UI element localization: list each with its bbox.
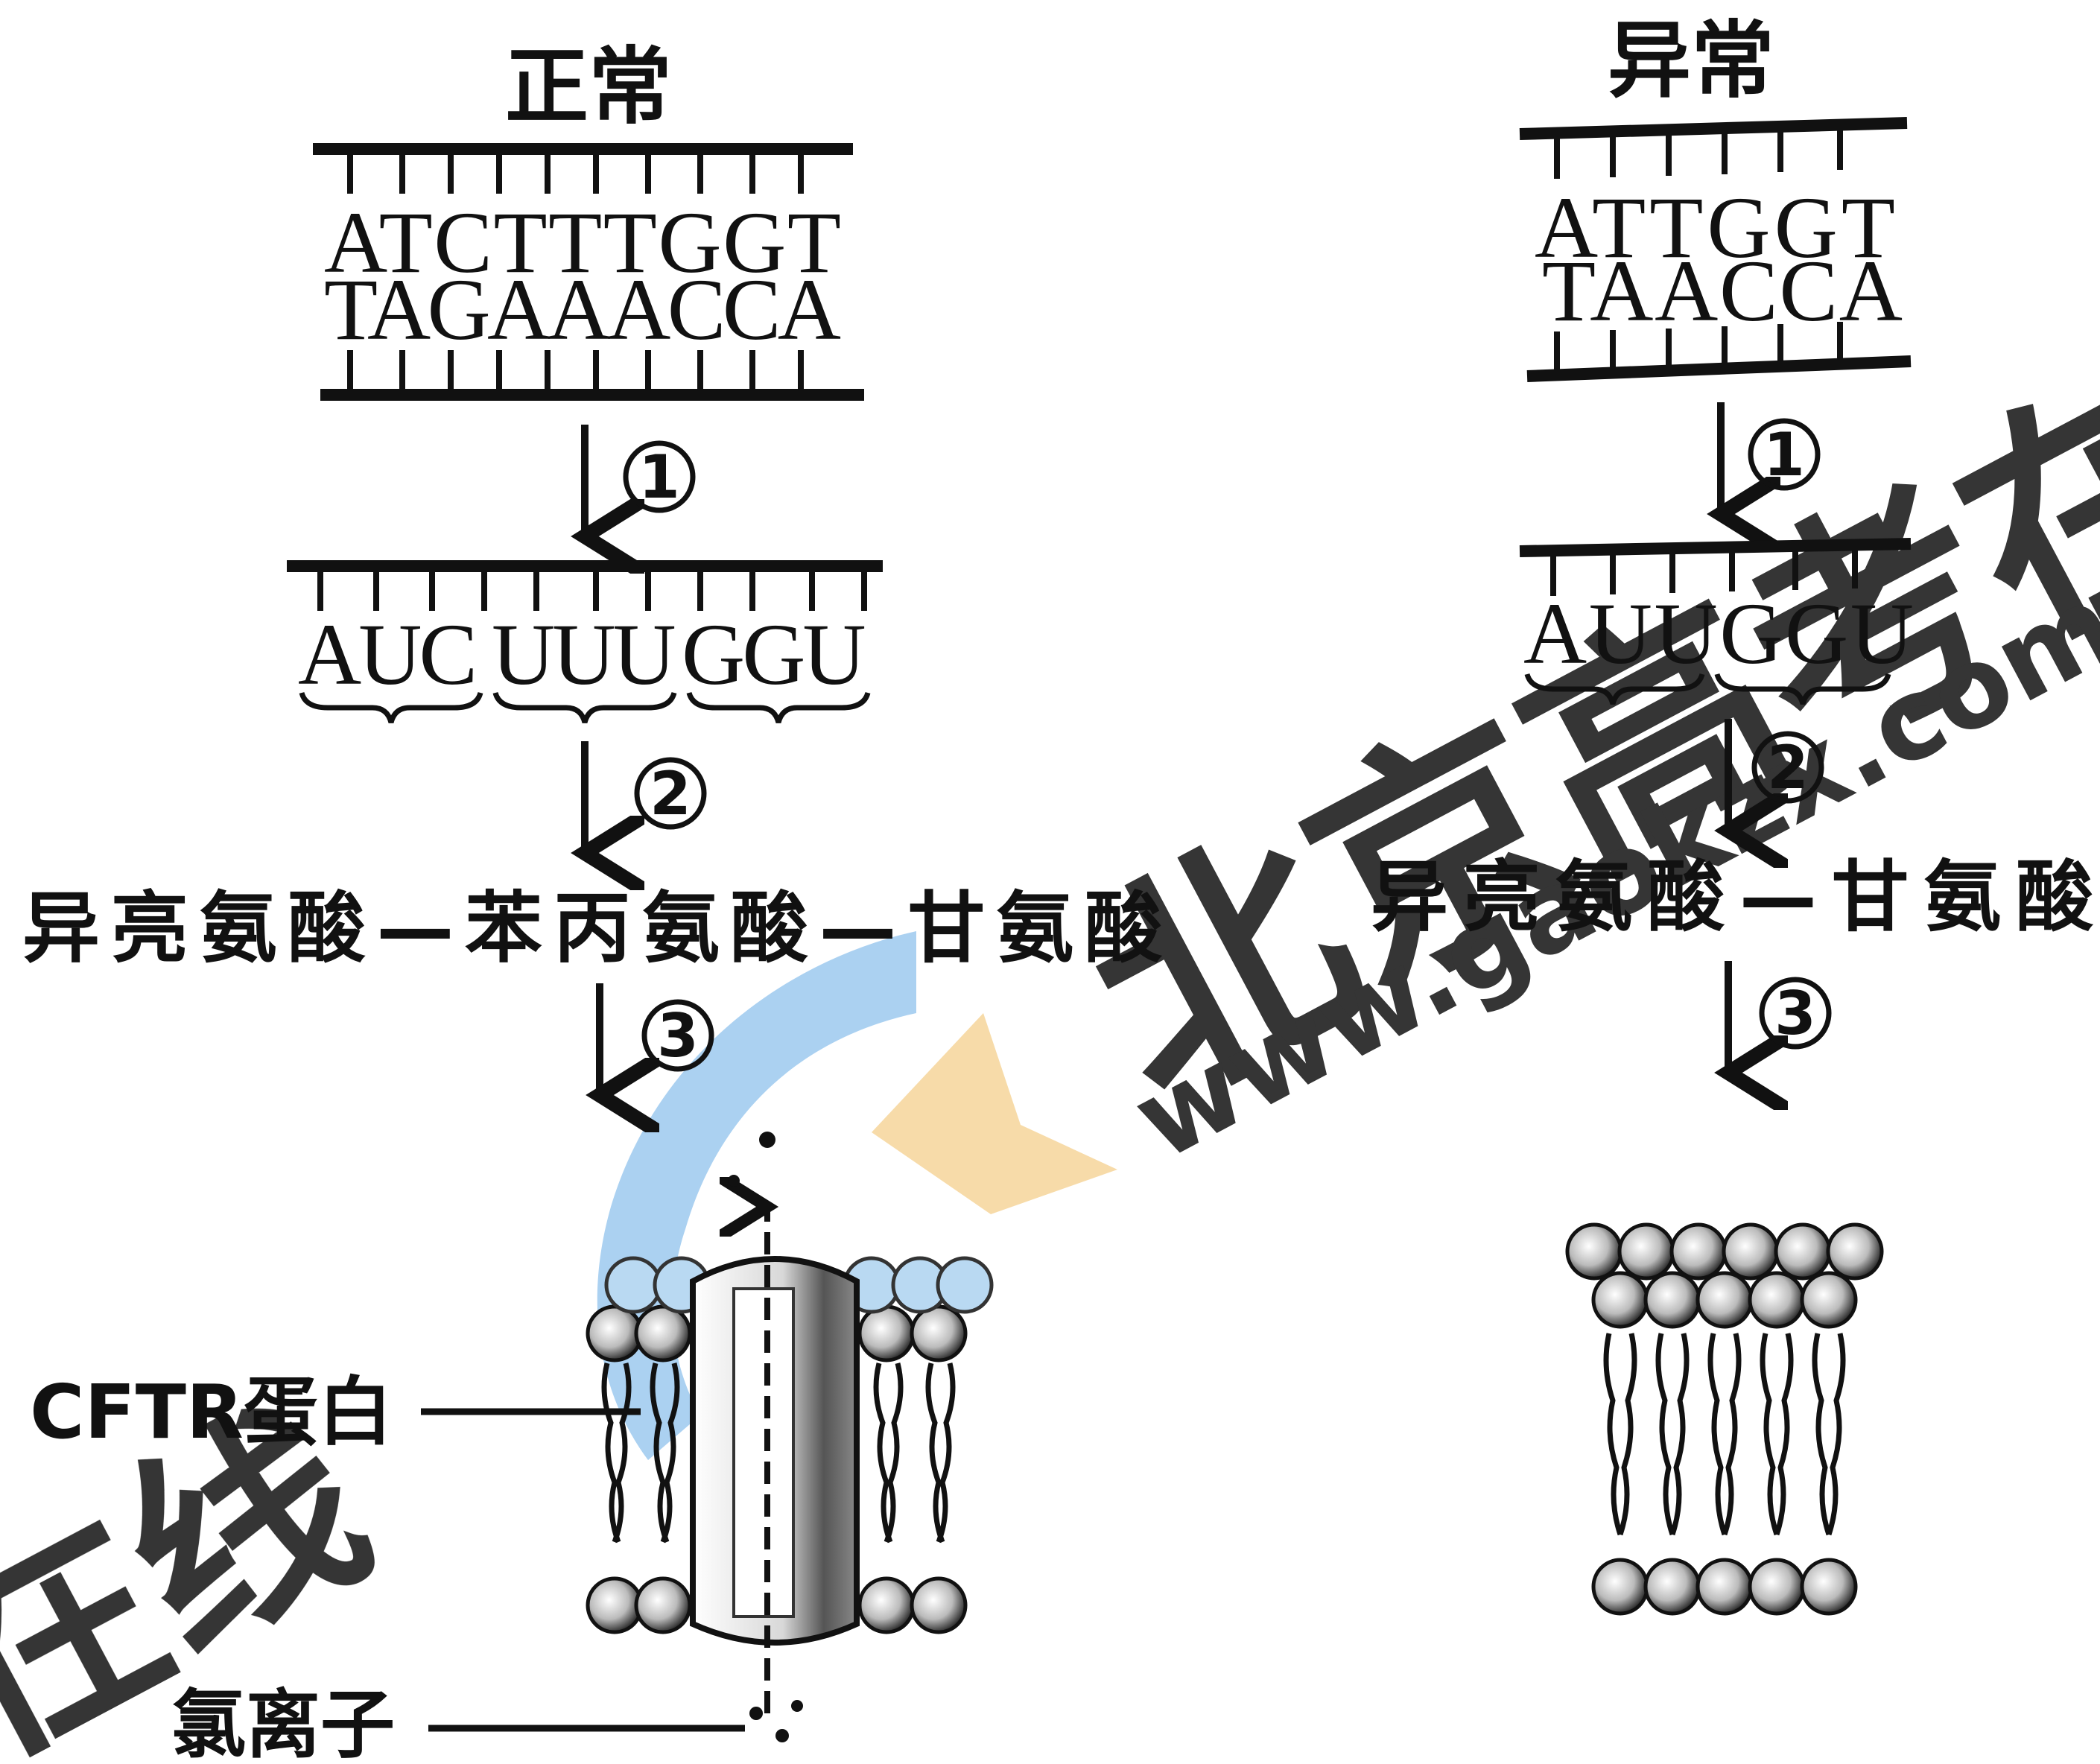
abnormal-membrane xyxy=(1565,1222,1884,1616)
chloride-ion-label: 氯离子 xyxy=(171,1681,395,1764)
lipid-heads-bottom xyxy=(586,1576,968,1634)
dna-bonds-bottom xyxy=(347,350,804,391)
lipid-tails xyxy=(601,1362,956,1544)
dna-bottom-sequence: TAGAAACCA xyxy=(324,261,841,358)
dna-top-sequence: ATCTTTGGT xyxy=(324,194,840,291)
mrna-backbone xyxy=(1519,538,1912,557)
normal-membrane xyxy=(586,1132,994,1742)
lipid-heads-top xyxy=(1565,1222,1884,1329)
step-1-number: 1 xyxy=(638,442,680,512)
dna-strand-bottom xyxy=(1526,355,1912,382)
normal-panel: 正常 ATCTTTGGT TAGAAACCA xyxy=(22,39,1163,1764)
normal-mrna: AUC UUU GGU xyxy=(287,560,883,724)
codon-2: UUU xyxy=(492,606,674,703)
codon-braces xyxy=(1524,673,1891,705)
step-2-marker xyxy=(1751,731,1824,804)
lipid-heads-bottom xyxy=(1591,1558,1858,1616)
dna-bonds-top xyxy=(347,153,804,194)
step-3-marker xyxy=(641,999,714,1072)
step-1-number: 1 xyxy=(1763,420,1805,489)
dna-bottom-sequence: TAACCA xyxy=(1542,242,1903,340)
chloride-ion-dot xyxy=(749,1707,763,1720)
step-2-marker xyxy=(634,757,707,830)
chloride-ion-dot xyxy=(759,1132,775,1148)
normal-amino-acid-chain: 异亮氨酸—苯丙氨酸—甘氨酸 xyxy=(22,883,1163,974)
logo-k-shape xyxy=(872,1013,1117,1214)
channel-pore xyxy=(732,1287,795,1618)
normal-title: 正常 xyxy=(505,39,672,136)
step-1-marker xyxy=(1748,418,1821,491)
step-3-marker xyxy=(1759,977,1832,1050)
abnormal-dna: ATTGGT TAACCA xyxy=(1519,117,1912,382)
codon-3: GGU xyxy=(682,606,864,703)
cftr-protein-label: CFTR蛋白 xyxy=(30,1368,393,1456)
chloride-ion-dot xyxy=(775,1729,789,1742)
normal-dna: ATCTTTGGT TAGAAACCA xyxy=(313,143,864,401)
step-1-marker xyxy=(623,440,696,513)
lipid-tails xyxy=(1603,1333,1846,1536)
abnormal-mrna-sequence: AUUGGU xyxy=(1523,585,1912,682)
step-2-number: 2 xyxy=(1767,733,1809,802)
codon-braces xyxy=(299,691,871,724)
abnormal-mrna: AUUGGU xyxy=(1519,538,1915,705)
codon-1: AUC xyxy=(298,606,475,703)
step-2-number: 2 xyxy=(650,759,691,828)
chloride-ion-dot xyxy=(791,1700,803,1712)
step-3-number: 3 xyxy=(657,1001,699,1070)
dna-strand-top xyxy=(1519,117,1908,140)
step-3-number: 3 xyxy=(1774,979,1816,1048)
abnormal-title: 异常 xyxy=(1608,13,1774,110)
chloride-ion-dot xyxy=(728,1175,740,1187)
